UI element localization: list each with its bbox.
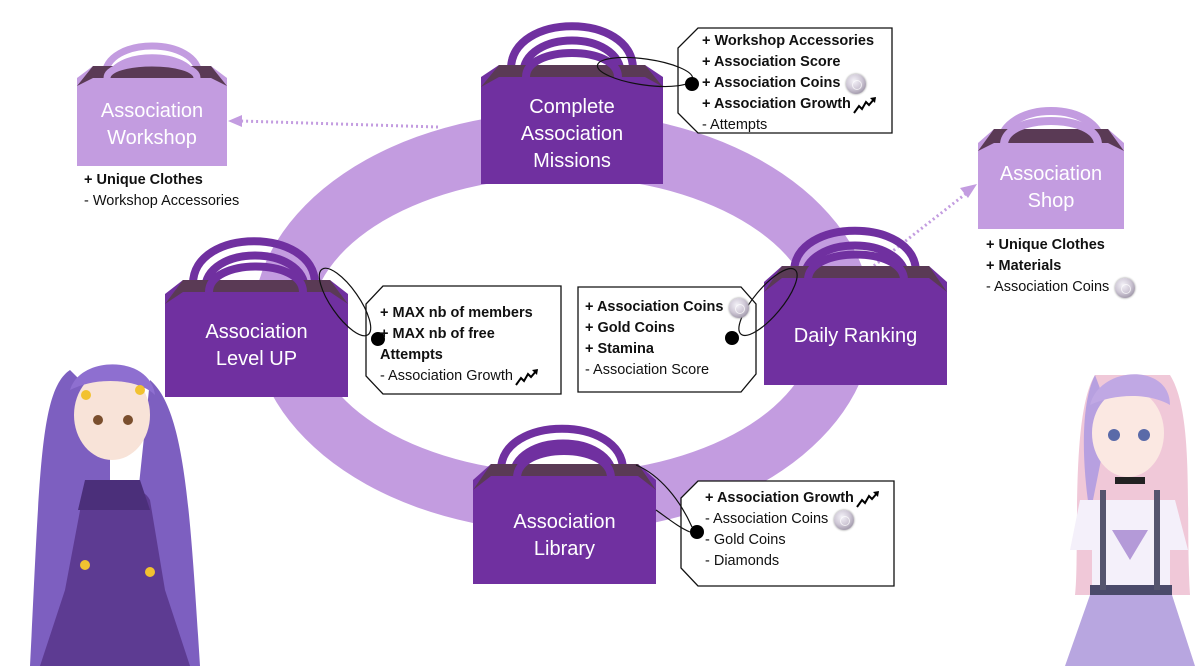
character-left — [30, 364, 200, 666]
pastel-character-icon — [1065, 374, 1195, 666]
tag-line-text: + Association Score — [702, 54, 841, 70]
tag-line-text: + Association Coins — [702, 75, 841, 91]
tag-line: - Workshop Accessories — [84, 191, 239, 212]
tag-line-text: + Workshop Accessories — [702, 33, 875, 49]
arrow-head-shop — [960, 184, 977, 198]
tag-line-text: Attempts — [380, 347, 443, 363]
bag-icon — [165, 237, 348, 397]
tag-line: Attempts — [380, 345, 539, 366]
coin-icon — [834, 509, 855, 530]
tag-line: - Association Coins — [986, 277, 1136, 298]
tag-line-text: + MAX nb of free — [380, 326, 495, 342]
tag-line-text: - Association Coins — [705, 511, 829, 527]
coin-icon — [1115, 277, 1136, 298]
growth-icon — [515, 368, 539, 386]
tag-line: - Association Coins — [705, 509, 880, 530]
tag-line-text: + Association Growth — [705, 490, 854, 506]
coin-icon — [729, 297, 750, 318]
bag-association-workshop[interactable]: Association Workshop — [77, 36, 227, 166]
tag-line-text: + Association Growth — [702, 96, 851, 112]
tag-line-text: + Gold Coins — [585, 320, 675, 336]
tag-line-text: - Association Score — [585, 362, 710, 378]
tag-line: + Association Coins — [585, 297, 750, 318]
tag-line-text: - Gold Coins — [705, 532, 786, 548]
tag-line: + Unique Clothes — [84, 170, 239, 191]
tag-line-text: + Association Coins — [585, 299, 724, 315]
growth-icon — [856, 490, 880, 508]
tag-association-library: + Association Growth - Association Coins -… — [705, 488, 880, 572]
tag-line: + Association Score — [702, 52, 877, 73]
tag-line-text: + Stamina — [585, 341, 654, 357]
tag-line: - Association Growth — [380, 366, 539, 387]
tag-line: + Association Growth — [702, 94, 877, 115]
bag-association-shop[interactable]: Association Shop — [978, 105, 1124, 229]
list-association-workshop: + Unique Clothes - Workshop Accessories — [84, 170, 239, 212]
tag-line: - Diamonds — [705, 551, 880, 572]
bag-label: Association Library — [513, 511, 616, 560]
bag-association-library[interactable]: Association Library — [473, 420, 656, 584]
tag-line-text: + Unique Clothes — [986, 237, 1105, 253]
bag-daily-ranking[interactable]: Daily Ranking — [764, 222, 947, 385]
tag-daily-ranking: + Association Coins + Gold Coins + Stamina… — [585, 297, 750, 381]
character-right — [1065, 374, 1195, 666]
arrow-head-workshop — [228, 115, 242, 127]
bag-label: Complete Association Missions — [520, 95, 624, 172]
tag-line: - Association Score — [585, 360, 749, 381]
tag-line: + MAX nb of free — [380, 324, 539, 345]
bag-complete-missions[interactable]: Complete Association Missions — [481, 17, 663, 184]
arrow-to-workshop — [239, 119, 439, 129]
bag-label: Association Workshop — [100, 100, 204, 149]
purple-dress-character-icon — [30, 364, 200, 666]
list-association-shop: + Unique Clothes + Materials - Association… — [986, 235, 1136, 298]
coin-icon — [846, 73, 867, 94]
tag-line: + Workshop Accessories — [702, 31, 877, 52]
tag-line-text: - Diamonds — [705, 553, 780, 569]
tag-line: + MAX nb of members — [380, 303, 539, 324]
tag-complete-missions: + Workshop Accessories + Association Scor… — [702, 31, 877, 136]
bag-icon — [473, 424, 656, 584]
bag-icon — [764, 226, 947, 385]
tag-line: + Association Coins — [702, 73, 877, 94]
bag-icon — [77, 42, 227, 166]
tag-line-text: - Workshop Accessories — [84, 193, 240, 209]
bag-level-up[interactable]: Association Level UP — [165, 232, 348, 397]
growth-icon — [853, 96, 877, 114]
tag-line-text: - Association Growth — [380, 368, 513, 384]
tag-line-text: + Unique Clothes — [84, 172, 203, 188]
tag-line-text: - Attempts — [702, 117, 768, 133]
tag-line: + Unique Clothes — [986, 235, 1135, 256]
tag-line-text: - Association Coins — [986, 279, 1110, 295]
tag-line: - Gold Coins — [705, 530, 880, 551]
tag-line: + Association Growth — [705, 488, 880, 509]
tag-line: + Materials — [986, 256, 1135, 277]
tag-line: + Stamina — [585, 339, 749, 360]
tag-line: + Gold Coins — [585, 318, 749, 339]
bag-label: Association Level UP — [205, 321, 308, 370]
bag-icon — [978, 107, 1124, 229]
bag-label: Daily Ranking — [793, 324, 918, 347]
bag-label: Association Shop — [999, 163, 1103, 212]
tag-line: - Attempts — [702, 115, 877, 136]
tag-line-text: + MAX nb of members — [380, 305, 533, 321]
tag-line-text: + Materials — [986, 258, 1062, 274]
